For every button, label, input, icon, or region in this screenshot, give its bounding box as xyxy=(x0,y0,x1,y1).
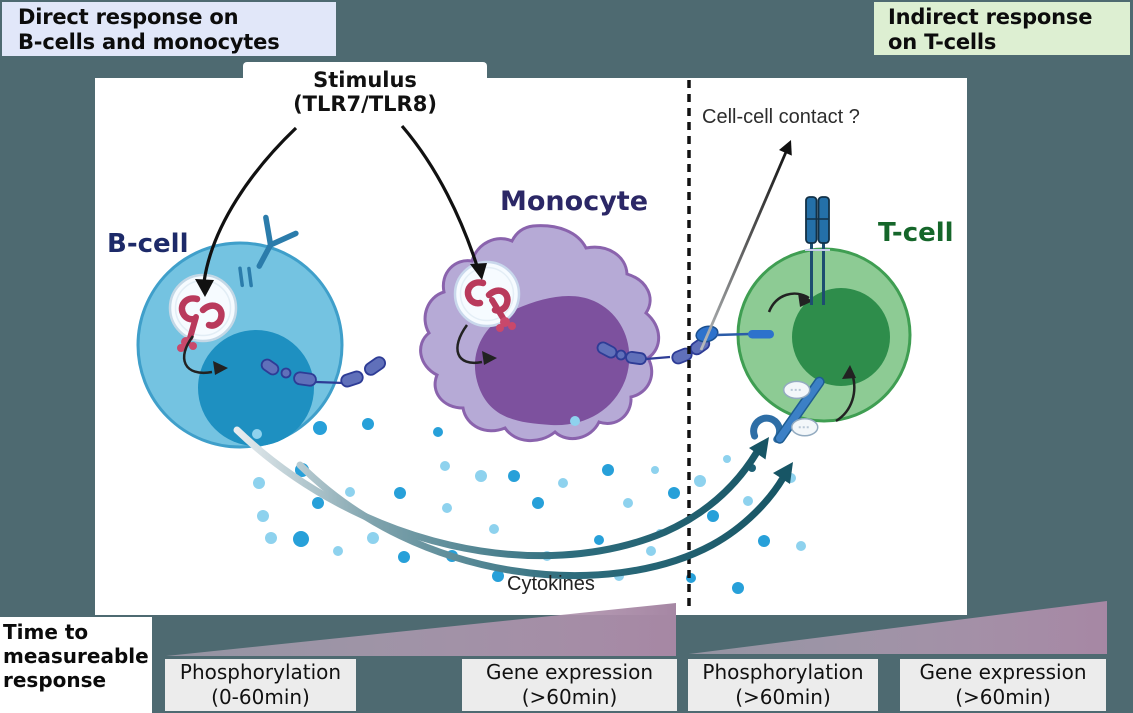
box4-line1: Gene expression xyxy=(919,660,1087,684)
time-axis-label: Time to measureable response xyxy=(3,620,149,692)
time-axis-line2: measureable xyxy=(3,644,149,668)
box4-line2: (>60min) xyxy=(955,685,1051,709)
box2-line1: Gene expression xyxy=(485,660,654,684)
monocyte-label: Monocyte xyxy=(500,186,649,217)
timeline-label-background xyxy=(0,617,152,713)
box1-line1: Phosphorylation xyxy=(179,660,342,684)
t-cell-label: T-cell xyxy=(878,218,954,248)
indirect-response-label: Indirect response on T-cells xyxy=(874,2,1130,55)
stimulus-label: Stimulus (TLR7/TLR8) xyxy=(243,68,487,116)
time-axis-line3: response xyxy=(3,668,107,692)
cytokines-label: Cytokines xyxy=(507,573,595,595)
stimulus-box xyxy=(243,62,487,122)
timeline-box-phosphorylation-direct: Phosphorylation (0-60min) xyxy=(165,659,356,711)
main-diagram-panel xyxy=(95,78,967,615)
direct-response-line1: Direct response on xyxy=(18,5,239,29)
timeline-box-gene-expression-direct: Gene expression (>60min) xyxy=(462,659,677,711)
box3-line2: (>60min) xyxy=(735,685,831,709)
direct-response-label: Direct response on B-cells and monocytes xyxy=(2,2,336,56)
box1-line2: (0-60min) xyxy=(211,685,310,709)
indirect-response-line1: Indirect response xyxy=(888,5,1093,29)
box3-line1: Phosphorylation xyxy=(702,660,864,684)
direct-response-line2: B-cells and monocytes xyxy=(18,30,280,54)
stimulus-line1: Stimulus xyxy=(313,68,417,92)
timeline-box-gene-expression-indirect: Gene expression (>60min) xyxy=(900,659,1106,711)
time-axis-line1: Time to xyxy=(3,620,89,644)
indirect-response-line2: on T-cells xyxy=(888,30,997,54)
stimulus-line2: (TLR7/TLR8) xyxy=(293,92,437,116)
cell-cell-contact-label: Cell-cell contact ? xyxy=(702,106,860,128)
b-cell-label: B-cell xyxy=(107,229,189,259)
timeline-box-phosphorylation-indirect: Phosphorylation (>60min) xyxy=(688,659,878,711)
box2-line2: (>60min) xyxy=(521,685,618,709)
